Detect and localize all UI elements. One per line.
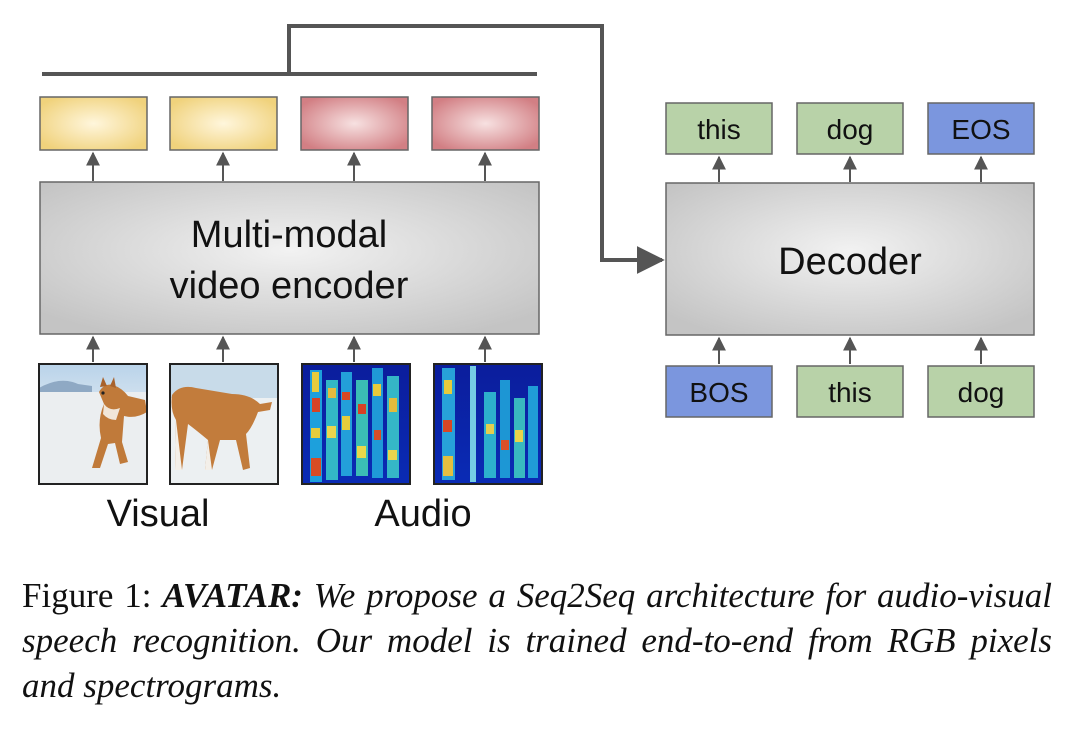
decoder-output-arrows (712, 155, 988, 182)
architecture-diagram: Multi-modal video encoder (38, 24, 1035, 535)
figure-caption: Figure 1: AVATAR: We propose a Seq2Seq a… (22, 573, 1052, 708)
output-token-dog-label: dog (827, 114, 874, 145)
encoder-block (39, 181, 540, 335)
input-token-dog (927, 365, 1035, 418)
caption-text: We propose a Seq2Seq architecture for au… (22, 576, 1053, 705)
input-token-dog-label: dog (958, 377, 1005, 408)
decoder-output-tokens: this dog EOS (665, 102, 1035, 155)
decoder-input-arrows (712, 336, 988, 364)
encoder-to-decoder-connector (42, 24, 665, 274)
spectrogram-1 (301, 363, 411, 485)
visual-frame-2 (169, 363, 279, 485)
output-token-eos (927, 102, 1035, 155)
caption-figure-label: Figure 1: (22, 576, 152, 615)
decoder-label: Decoder (778, 241, 922, 283)
output-token-this-label: this (697, 114, 741, 145)
input-token-bos (665, 365, 773, 418)
visual-input-label: Visual (107, 493, 210, 535)
encoder-input-arrows (86, 335, 492, 362)
output-token-this (665, 102, 773, 155)
output-token-dog (796, 102, 904, 155)
input-token-bos-label: BOS (689, 377, 748, 408)
encoder-output-arrows (86, 151, 492, 181)
decoder-input-tokens: BOS this dog (665, 365, 1035, 418)
audio-token-2 (431, 96, 540, 151)
audio-input-label: Audio (374, 493, 471, 535)
output-token-eos-label: EOS (951, 114, 1010, 145)
encoder-label-line1: Multi-modal (191, 214, 387, 256)
decoder-block (665, 182, 1035, 336)
visual-frame-1 (38, 363, 148, 485)
visual-token-2 (169, 96, 278, 151)
encoder-output-tokens (39, 96, 540, 151)
visual-token-1 (39, 96, 148, 151)
audio-token-1 (300, 96, 409, 151)
caption-model-name: AVATAR: (162, 576, 303, 615)
spectrogram-2 (433, 363, 543, 485)
input-token-this (796, 365, 904, 418)
input-token-this-label: this (828, 377, 872, 408)
encoder-label-line2: video encoder (170, 265, 409, 307)
